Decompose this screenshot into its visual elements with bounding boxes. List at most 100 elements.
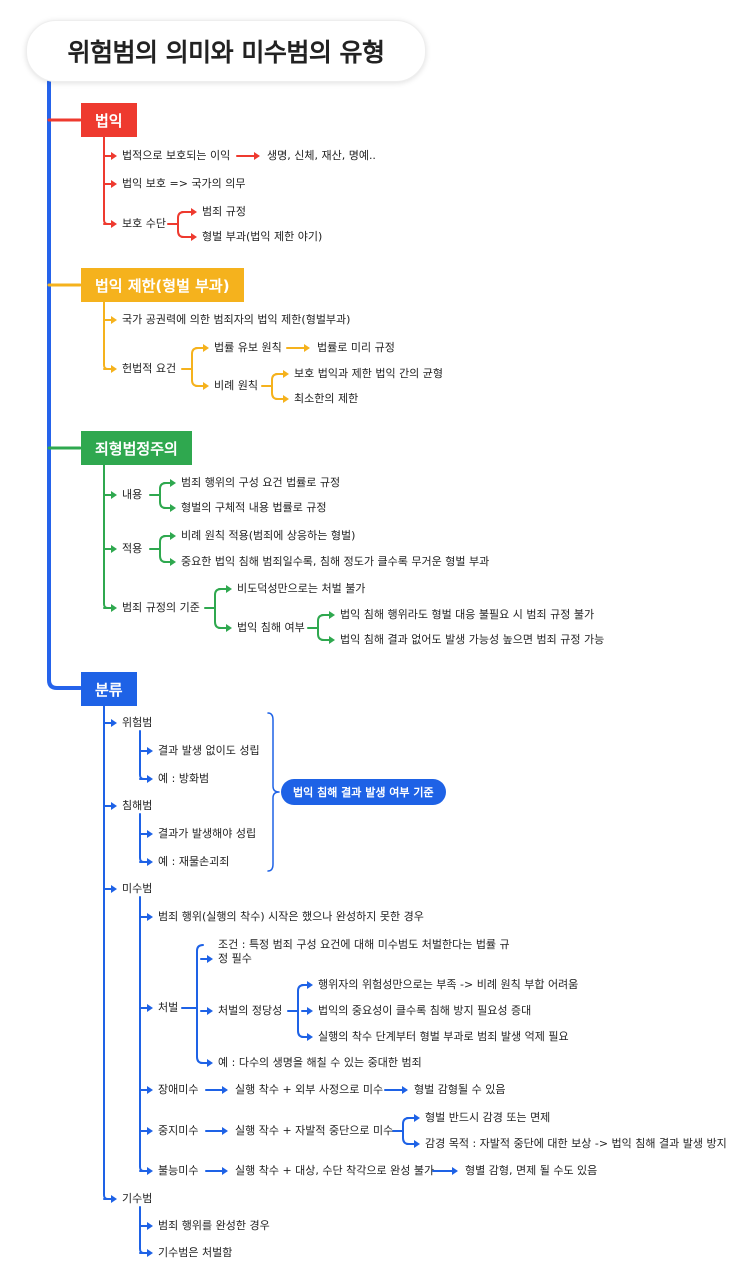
arrow-head <box>203 382 209 390</box>
node-text: 범죄 행위를 완성한 경우 <box>158 1219 270 1232</box>
node-text: 행위자의 위험성만으로는 부족 -> 비례 원칙 부합 어려움 <box>318 978 579 991</box>
node-text: 법률로 미리 규정 <box>317 341 395 354</box>
arrow-head <box>111 491 117 499</box>
node-text: 감경 목적 : 자발적 중단에 대한 보상 -> 법익 침해 결과 발생 방지 <box>425 1137 727 1150</box>
arrow-head <box>191 208 197 216</box>
arrow-head <box>226 624 232 632</box>
criterion-brace <box>267 712 280 872</box>
branch-trunk <box>139 813 145 863</box>
section-label-joehyeong: 죄형법정주의 <box>81 431 192 465</box>
arrow-head <box>207 955 213 963</box>
node-text: 침해범 <box>122 799 153 812</box>
branch-trunk <box>139 1206 145 1254</box>
arrow-head <box>207 1007 213 1015</box>
split-bracket <box>191 347 199 387</box>
arrow-head <box>170 558 176 566</box>
branch-trunk <box>103 705 109 1200</box>
arrow-head <box>147 747 153 755</box>
node-text: 예 : 재물손괴죄 <box>158 855 230 868</box>
split-bracket <box>196 944 204 1064</box>
node-text: 비례 원칙 적용(범죄에 상응하는 형벌) <box>181 529 356 542</box>
node-text: 비도덕성만으로는 처벌 불가 <box>237 582 366 595</box>
node-text: 범죄 행위(실행의 착수) 시작은 했으나 완성하지 못한 경우 <box>158 910 424 923</box>
arrow-head <box>147 1249 153 1257</box>
node-text: 최소한의 제한 <box>294 392 359 405</box>
arrow-head <box>111 604 117 612</box>
node-text: 법적으로 보호되는 이익 <box>122 149 231 162</box>
branch-trunk <box>139 730 145 780</box>
node-text: 형벌 반드시 감경 또는 면제 <box>425 1111 551 1124</box>
node-text: 보호 수단 <box>122 217 166 230</box>
branch-trunk <box>139 896 145 1172</box>
split-bracket <box>214 588 222 629</box>
node-text: 범죄 규정의 기준 <box>122 601 200 614</box>
arrow-head <box>222 1167 228 1175</box>
node-text: 법익 침해 결과 없어도 발생 가능성 높으면 범죄 규정 가능 <box>340 633 605 646</box>
split-bracket <box>297 984 305 1038</box>
criterion-pill: 법익 침해 결과 발생 여부 기준 <box>281 779 446 805</box>
arrow-head <box>283 395 289 403</box>
arrow-head <box>147 1086 153 1094</box>
node-text: 범죄 규정 <box>202 205 246 218</box>
node-text: 보호 법익과 제한 법익 간의 균형 <box>294 367 444 380</box>
section-label-beopik-jehan: 법익 제한(형벌 부과) <box>81 268 244 302</box>
node-text: 형벌 부과(법익 제한 야기) <box>202 230 323 243</box>
arrow-head <box>170 532 176 540</box>
node-text: 위험범 <box>122 716 153 729</box>
arrow-head <box>111 152 117 160</box>
arrow-head <box>329 611 335 619</box>
node-text: 결과가 발생해야 성립 <box>158 827 257 840</box>
node-text: 결과 발생 없이도 성립 <box>158 744 260 757</box>
section-label-bunryu: 분류 <box>81 672 137 706</box>
main-spine <box>47 80 82 690</box>
page-title: 위험범의 의미와 미수범의 유형 <box>26 20 426 82</box>
arrow-head <box>147 1004 153 1012</box>
node-text: 예 : 방화범 <box>158 772 210 785</box>
arrow-head <box>304 344 310 352</box>
arrow-head <box>207 1059 213 1067</box>
split-bracket <box>159 535 167 563</box>
arrow-head <box>111 802 117 810</box>
node-text: 형벌의 구체적 내용 법률로 규정 <box>181 501 327 514</box>
node-text: 처벌 <box>158 1001 179 1014</box>
node-text: 실행의 착수 단계부터 형벌 부과로 범죄 발생 억제 필요 <box>318 1030 569 1043</box>
arrow-head <box>452 1167 458 1175</box>
arrow-head <box>147 858 153 866</box>
arrow-head <box>147 830 153 838</box>
arrow-head <box>203 344 209 352</box>
node-text: 실행 착수 + 외부 사정으로 미수 <box>235 1083 384 1096</box>
node-text: 법익의 중요성이 클수록 침해 방지 필요성 증대 <box>318 1004 532 1017</box>
arrow-head <box>191 233 197 241</box>
node-text: 불능미수 <box>158 1164 199 1177</box>
branch-trunk <box>103 464 109 609</box>
node-text: 형별 감형, 면제 될 수도 있음 <box>465 1164 598 1177</box>
arrow-head <box>111 1195 117 1203</box>
arrow-head <box>170 504 176 512</box>
node-text: 장애미수 <box>158 1083 199 1096</box>
node-text: 국가 공권력에 의한 범죄자의 법익 제한(형벌부과) <box>122 313 351 326</box>
branch-trunk <box>103 136 109 225</box>
node-text: 기수범은 처벌함 <box>158 1246 233 1259</box>
node-text: 실행 착수 + 대상, 수단 착각으로 완성 불가 <box>235 1164 435 1177</box>
arrow-head <box>147 1167 153 1175</box>
node-text: 생명, 신체, 재산, 명예.. <box>267 149 376 162</box>
split-bracket <box>271 373 279 400</box>
arrow-head <box>307 1033 313 1041</box>
arrow-head <box>111 365 117 373</box>
arrow-head <box>283 370 289 378</box>
node-text: 처벌의 정당성 <box>218 1004 283 1017</box>
split-bracket <box>177 211 185 238</box>
split-bracket <box>317 614 325 641</box>
arrow-head <box>147 1222 153 1230</box>
arrow-head <box>111 180 117 188</box>
node-text: 법익 침해 여부 <box>237 621 305 634</box>
node-text: 실행 작수 + 자발적 중단으로 미수 <box>235 1124 394 1137</box>
arrow-head <box>222 1127 228 1135</box>
node-text: 헌법적 요건 <box>122 362 177 375</box>
arrow-head <box>402 1086 408 1094</box>
arrow-head <box>414 1114 420 1122</box>
arrow-head <box>222 1086 228 1094</box>
split-bracket <box>402 1117 410 1145</box>
